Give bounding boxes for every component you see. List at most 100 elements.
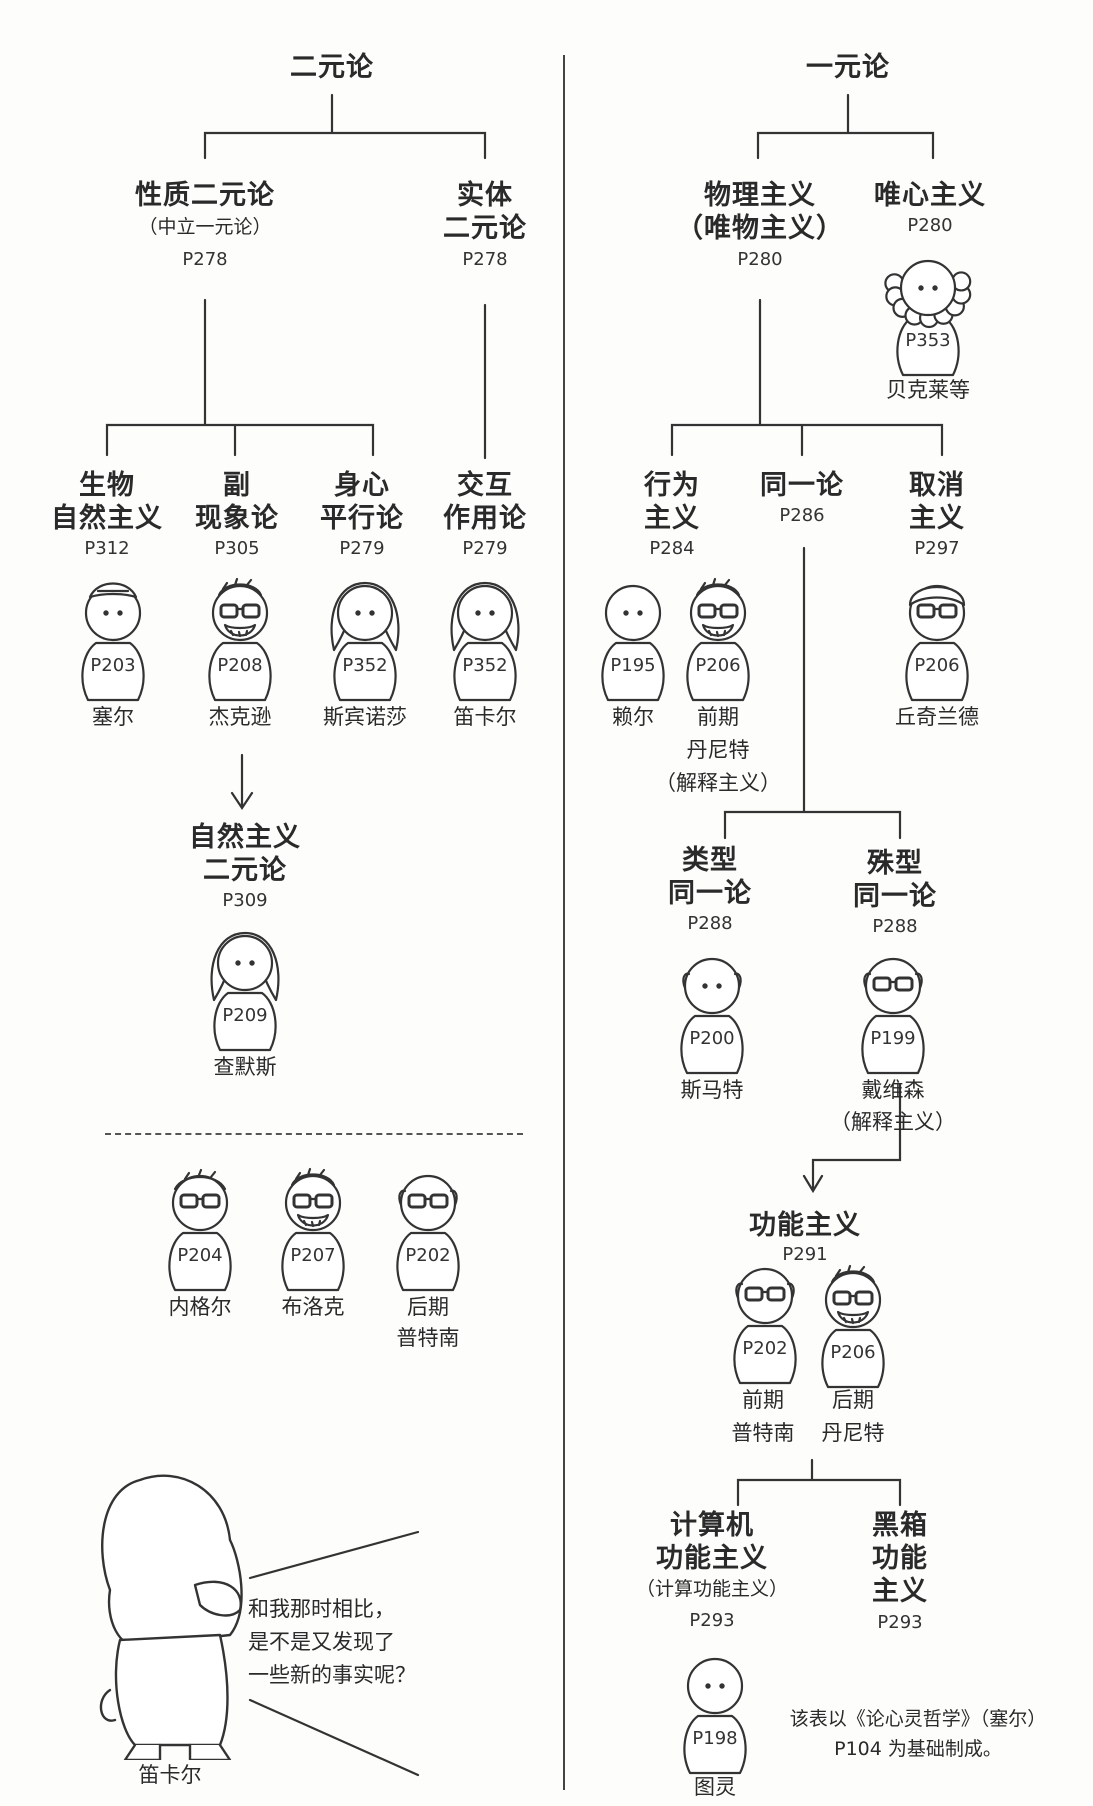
figure-dennett-early: P206 — [673, 575, 763, 715]
figure-drawing — [905, 584, 969, 702]
token-identity-page: P288 — [872, 916, 918, 937]
eliminativism-label-1: 取消 — [909, 470, 965, 501]
figure-drawing — [81, 582, 145, 702]
naturalistic-dualism-label-2: 二元论 — [203, 855, 287, 886]
substance-dualism-page: P278 — [462, 249, 508, 270]
figure-drawing — [396, 1174, 460, 1292]
person-name-2: 丹尼特 — [686, 738, 750, 762]
speech-line-2: 是不是又发现了 — [248, 1630, 395, 1654]
property-dualism-label: 性质二元论 — [135, 180, 275, 211]
parallelism-label-2: 平行论 — [320, 503, 404, 534]
figure-putnam-late: P202 — [383, 1165, 473, 1305]
person-page: P207 — [290, 1245, 336, 1266]
figure-drawing — [450, 581, 520, 702]
eliminativism-page: P297 — [914, 538, 960, 559]
person-name-3: 后期 — [832, 1388, 874, 1412]
figure-turing: P198 — [670, 1648, 760, 1788]
behaviorism-page: P284 — [649, 538, 695, 559]
person-name: 斯宾诺莎 — [323, 705, 407, 729]
dualism-title: 二元论 — [290, 52, 374, 83]
idealism-label: 唯心主义 — [874, 180, 986, 211]
person-name: 丘奇兰德 — [895, 705, 979, 729]
figure-drawing — [330, 581, 400, 702]
epiphenomenalism-label-1: 副 — [223, 470, 251, 501]
person-page: P352 — [462, 655, 508, 676]
person-name: 杰克逊 — [208, 705, 272, 729]
identity-label: 同一论 — [760, 470, 844, 501]
person-name: 贝克莱等 — [886, 378, 970, 402]
person-name-1: 前期 — [697, 705, 739, 729]
interactionism-label-1: 交互 — [457, 470, 513, 501]
functionalism-page: P291 — [782, 1244, 828, 1265]
figure-ryle: P195 — [588, 575, 678, 715]
epiphenomenalism-label-2: 现象论 — [195, 503, 279, 534]
person-name: 图灵 — [694, 1775, 736, 1799]
person-name-2: 普特南 — [396, 1326, 460, 1350]
bio-naturalism-label-2: 自然主义 — [51, 503, 163, 534]
figure-drawing — [683, 1657, 747, 1775]
person-page: P209 — [222, 1005, 268, 1026]
person-page: P202 — [742, 1338, 788, 1359]
figure-dennett-late: P206 — [808, 1262, 898, 1402]
interactionism-page: P279 — [462, 538, 508, 559]
person-page: P206 — [914, 655, 960, 676]
type-identity-label-2: 同一论 — [668, 878, 752, 909]
figure-drawing — [281, 1167, 345, 1292]
figure-drawing — [208, 577, 272, 702]
descartes-illustration — [99, 1474, 243, 1760]
figure-nagel: P204 — [155, 1165, 245, 1305]
person-page: P206 — [695, 655, 741, 676]
person-page: P206 — [830, 1342, 876, 1363]
footnote-line-2: P104 为基础制成。 — [834, 1738, 1002, 1760]
figure-drawing — [680, 957, 744, 1075]
computational-page: P293 — [689, 1610, 735, 1631]
figure-drawing — [884, 259, 972, 377]
figure-descartes: P352 — [440, 575, 530, 715]
blackbox-label-3: 主义 — [872, 1576, 928, 1607]
figure-drawing — [168, 1168, 232, 1292]
eliminativism-label-2: 主义 — [909, 503, 965, 534]
descartes-name: 笛卡尔 — [138, 1763, 202, 1787]
person-page: P353 — [905, 330, 951, 351]
figure-drawing — [686, 577, 750, 702]
dashed-separator — [105, 1133, 523, 1135]
figure-jackson: P208 — [195, 575, 285, 715]
person-name-4: 丹尼特 — [821, 1421, 885, 1445]
blackbox-label-2: 功能 — [872, 1543, 928, 1574]
property-dualism-page: P278 — [182, 249, 228, 270]
physicalism-page: P280 — [737, 249, 783, 270]
person-page: P198 — [692, 1728, 738, 1749]
computational-sub: （计算功能主义） — [635, 1578, 789, 1600]
functionalism-label: 功能主义 — [749, 1210, 861, 1241]
behaviorism-label-2: 主义 — [644, 503, 700, 534]
person-name: 塞尔 — [92, 705, 134, 729]
parallelism-label-1: 身心 — [334, 470, 390, 501]
behaviorism-label-1: 行为 — [644, 470, 700, 501]
speech-line-3: 一些新的事实呢？ — [248, 1663, 416, 1687]
figure-davidson: P199 — [848, 948, 938, 1088]
person-name-1: 后期 — [407, 1295, 449, 1319]
person-page: P200 — [689, 1028, 735, 1049]
person-page: P208 — [217, 655, 263, 676]
person-page: P202 — [405, 1245, 451, 1266]
substance-dualism-label-1: 实体 — [457, 180, 513, 211]
person-name-3: （解释主义） — [655, 771, 781, 795]
naturalistic-dualism-page: P309 — [222, 890, 268, 911]
person-name: 斯马特 — [680, 1078, 744, 1102]
epiphenomenalism-page: P305 — [214, 538, 260, 559]
person-name-2: 普特南 — [731, 1421, 795, 1445]
person-name: 内格尔 — [168, 1295, 232, 1319]
person-name: 布洛克 — [281, 1295, 345, 1319]
naturalistic-dualism-label-1: 自然主义 — [189, 822, 301, 853]
type-identity-label-1: 类型 — [682, 845, 738, 876]
person-name: 戴维森 — [861, 1078, 925, 1102]
computational-label-1: 计算机 — [670, 1510, 754, 1541]
figure-smart: P200 — [667, 948, 757, 1088]
figure-spinoza: P352 — [320, 575, 410, 715]
monism-title: 一元论 — [806, 52, 890, 83]
figure-drawing — [210, 931, 280, 1052]
identity-page: P286 — [779, 505, 825, 526]
figure-drawing — [821, 1264, 885, 1389]
